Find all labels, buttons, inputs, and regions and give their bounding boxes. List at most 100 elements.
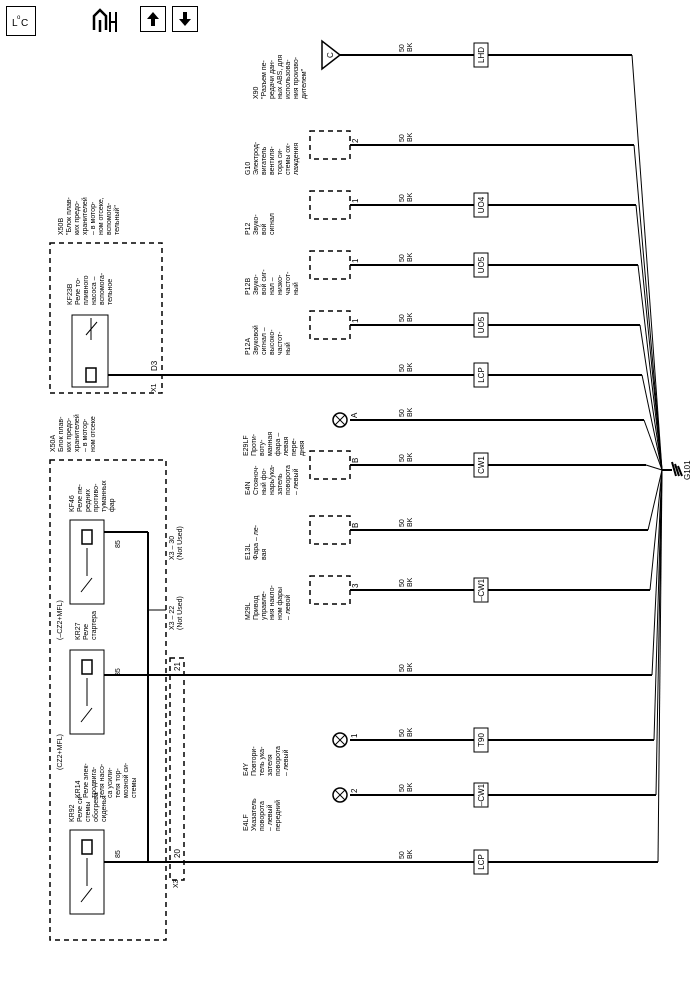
label-e4lf-line: E4LF xyxy=(243,814,250,831)
connector-kr92: LCP xyxy=(473,849,489,875)
label-p12b-line: нал – xyxy=(269,277,276,295)
pin-relay-kr92: 85 xyxy=(115,850,122,858)
label-x3-22: X3 – 22(Not Used) xyxy=(169,596,184,630)
label-e4lf-line: поворота xyxy=(259,801,266,831)
label-e13l-line: Фара – ле- xyxy=(253,524,260,560)
device-m29l xyxy=(309,575,351,605)
relay-kf23b-coil xyxy=(85,367,97,383)
label-relay-kr92-line: KR92 xyxy=(69,804,76,822)
wire-code-e4y-line: BK xyxy=(407,727,414,737)
label-p12a-line: сигнал – xyxy=(261,327,268,355)
label-e4y-line: зателя xyxy=(267,754,274,776)
lamp-e29lf-cross-b xyxy=(334,414,346,426)
label-p12-line: Звуко- xyxy=(253,214,260,235)
device-p12b xyxy=(309,250,351,280)
device-e4n xyxy=(309,450,351,480)
label-x50a-line: хранителей xyxy=(73,414,81,452)
label-relay-kr14-line: тродвига- xyxy=(91,766,98,798)
label-x90-line: использова- xyxy=(285,59,292,99)
wire-trace-icon xyxy=(92,8,117,32)
ground-bar-1 xyxy=(671,461,677,477)
label-e4n-line: поворота xyxy=(285,465,292,495)
label-p12a-line: ный xyxy=(284,342,292,355)
label-p12a-line: Звуковой xyxy=(252,325,260,355)
lamp-e29lf xyxy=(332,412,348,428)
label-relay-kf23b-line: Реле то- xyxy=(75,277,82,305)
legend-letter-l: L xyxy=(12,18,18,29)
connector-e4n-label: CW1 xyxy=(477,456,486,474)
label-x90-line: редачи дан- xyxy=(269,59,276,99)
label-relay-kr92-line: обогрева xyxy=(92,792,100,822)
label-x50a-line: ном отсеке xyxy=(90,416,97,452)
pin-e29lf: A xyxy=(350,412,359,418)
connector-p12a-label: UO5 xyxy=(477,316,486,333)
wire-code-p12b-line: 50 xyxy=(399,254,406,262)
wire-code-kf23b-line: 50 xyxy=(399,364,406,372)
toolbar: L o C xyxy=(0,0,700,40)
legend-button[interactable]: L o C xyxy=(6,6,36,36)
label-p12a-line: частот- xyxy=(277,331,284,355)
label-e4y-line: E4Y xyxy=(243,762,250,776)
wire-code-kr92-line: 50 xyxy=(399,851,406,859)
connector-m29l-label: –CW1 xyxy=(477,578,486,601)
label-e4y-line: Повтори- xyxy=(251,746,258,776)
label-x50b-line: ном отсеке, xyxy=(98,197,105,235)
x90-pin: C xyxy=(326,52,335,58)
label-e13l-line: E13L xyxy=(245,544,252,560)
connector-kf23b-frame xyxy=(473,362,489,388)
pin-e4n: B xyxy=(351,458,360,463)
legend-letter-o: o xyxy=(17,15,21,21)
pin-e13l: B xyxy=(351,523,360,528)
relay-kf46-coil xyxy=(81,529,93,545)
pin-relay-kr27: 85 xyxy=(115,668,122,676)
arrow-up-button[interactable] xyxy=(140,6,166,32)
label-p12b-line: вой сиг- xyxy=(260,269,268,295)
label-e4n-line: ный фо- xyxy=(260,468,268,495)
label-relay-kr14-line: KR14 xyxy=(75,780,82,798)
label-relay-kr14-line: теля тор- xyxy=(115,767,122,798)
label-relay-kr14-line: стемы xyxy=(131,778,138,798)
arrow-down-button[interactable] xyxy=(172,6,198,32)
wire-code-e4n-line: BK xyxy=(407,452,414,462)
connector-x50a-x3: X3 xyxy=(173,879,180,888)
ground-lead-kr27 xyxy=(651,469,663,676)
wire-code-x90-line: 50 xyxy=(399,44,406,52)
label-e4lf-line: передний xyxy=(274,800,282,831)
label-p12-line: вой xyxy=(260,223,268,235)
wire-code-e4n-line: 50 xyxy=(399,454,406,462)
connector-p12a-frame xyxy=(473,312,489,338)
ground-lead-kr92 xyxy=(657,469,663,863)
label-e29lf-line: дняя xyxy=(299,440,306,456)
label-g10-line: вигатель xyxy=(261,146,268,175)
label-e13l-line: вая xyxy=(261,548,268,560)
label-x50b-line: хранителей xyxy=(81,197,89,235)
label-x90-line: ния произво- xyxy=(293,56,300,99)
label-relay-kr92-line: сиденья xyxy=(101,795,108,822)
label-g10-line: вентиля- xyxy=(269,146,276,175)
label-x3-22-line: (Not Used) xyxy=(177,596,184,630)
ground-lead-x90 xyxy=(631,54,663,471)
label-x90-line: X90 xyxy=(253,86,260,99)
label-relay-kr92-line: Реле си- xyxy=(77,794,84,822)
label-relay-kr27-line: Реле xyxy=(83,624,90,640)
label-p12a-line: высоко- xyxy=(269,329,276,355)
pin-kr92: 20 xyxy=(173,849,182,858)
device-e13l xyxy=(309,515,351,545)
label-x50b: X50B"Блок плав-ких предо-хранителей– в м… xyxy=(58,196,121,235)
relay-kr92-contact xyxy=(80,887,93,903)
relay-kr27-coil xyxy=(81,659,93,675)
ground-lead-p12b xyxy=(637,264,663,471)
wire-trace-button[interactable] xyxy=(88,6,122,36)
label-e29lf-line: фара – xyxy=(275,433,282,456)
device-g10 xyxy=(309,130,351,160)
